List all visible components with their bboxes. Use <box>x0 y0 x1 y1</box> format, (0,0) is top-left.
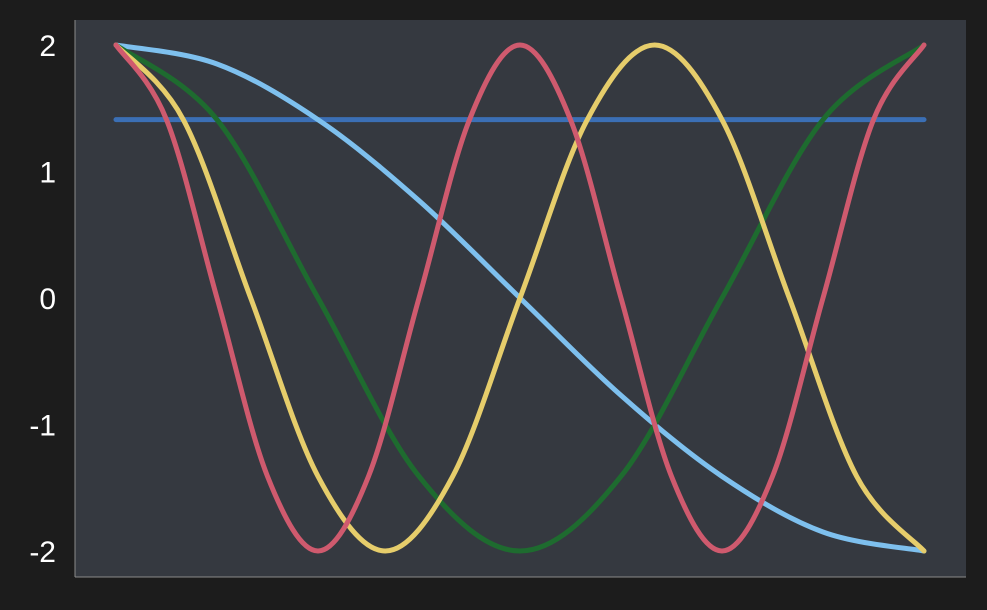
y-tick-label: -2 <box>29 536 56 569</box>
y-tick-label: 1 <box>39 157 56 190</box>
y-tick-label: -1 <box>29 410 56 443</box>
series-line-3 <box>113 42 927 554</box>
series-layer <box>113 42 927 554</box>
y-tick-label: 0 <box>39 283 56 316</box>
series-line-4 <box>113 42 927 554</box>
y-tick-label: 2 <box>39 30 56 63</box>
series-line-5 <box>113 42 927 554</box>
y-tick-labels: 2 1 0 -1 -2 <box>29 30 56 569</box>
